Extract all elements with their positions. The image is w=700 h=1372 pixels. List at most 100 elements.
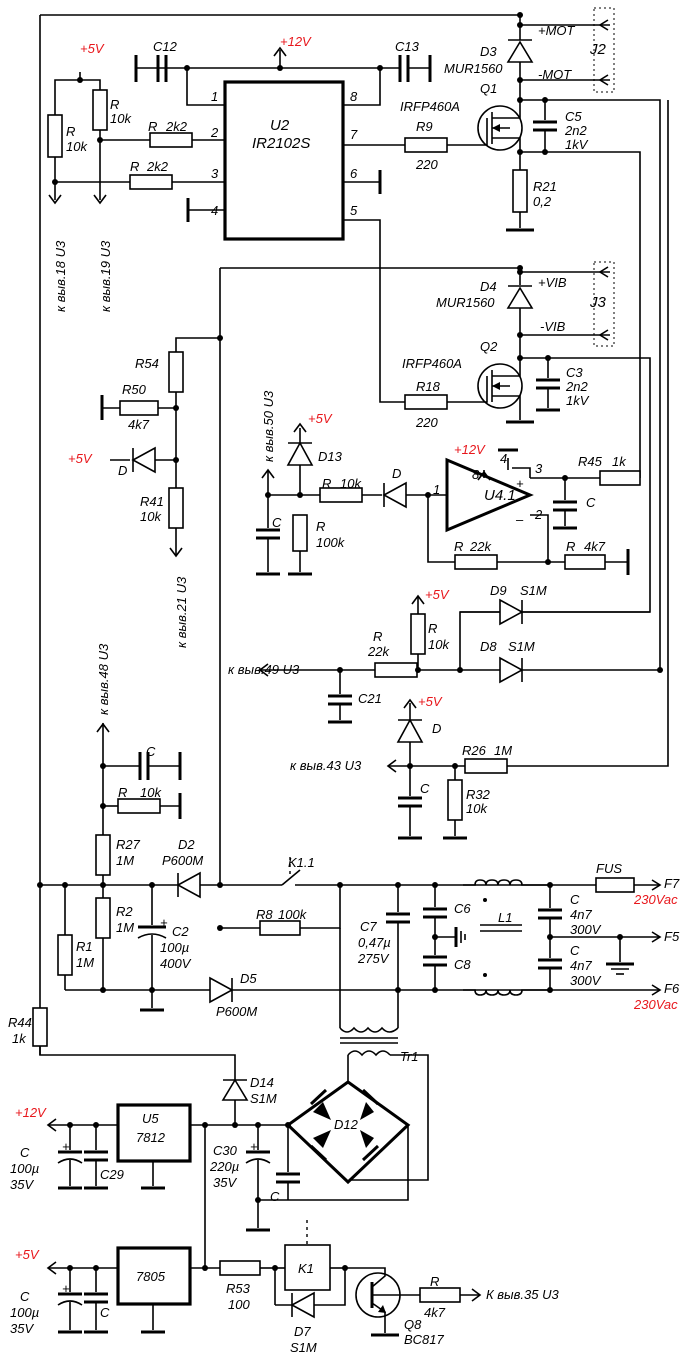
net-pin18: к выв.18 U3	[53, 240, 68, 312]
c8-name: C8	[454, 957, 471, 972]
r-22k-49-name: R	[373, 629, 383, 644]
c-12v-name: C	[20, 1145, 30, 1160]
u4-pin1: 1	[433, 482, 441, 497]
u2-pin3: 3	[211, 166, 219, 181]
u5-name: U5	[142, 1111, 159, 1126]
c-y1-voltage: 300V	[570, 922, 601, 937]
c30-value: 220µ	[210, 1159, 240, 1174]
r-10k-49-name: R	[428, 621, 438, 636]
d5-name: D5	[240, 971, 257, 986]
c7-name: C7	[360, 919, 377, 934]
d7-name: D7	[294, 1324, 311, 1339]
d3-part: MUR1560	[444, 61, 503, 76]
c-op-in-name: C	[272, 515, 282, 530]
r21-value: 0,2	[533, 194, 552, 209]
c-48-name: C	[146, 744, 156, 759]
r-10k-48-name: R	[118, 785, 128, 800]
c29-name: C29	[100, 1167, 124, 1182]
r-22k-49-value: 22k	[368, 644, 389, 659]
r18-value: 220	[416, 415, 438, 430]
u4-plus: +	[516, 476, 524, 491]
net-pin35: К выв.35 U3	[486, 1287, 559, 1302]
r-10k-op-name: R	[322, 476, 332, 491]
supply-12v-label-2: +12V	[454, 442, 485, 457]
c30-plus: +	[250, 1139, 258, 1154]
u7805-part: 7805	[136, 1269, 165, 1284]
c2-name: C2	[172, 924, 189, 939]
r27-value: 1M	[116, 853, 135, 868]
r-100k-op-value: 100k	[316, 535, 345, 550]
c-12v-value: 100µ	[10, 1161, 40, 1176]
u4-pin8: 8	[472, 467, 480, 482]
c-y2-name: C	[570, 943, 580, 958]
j2-pin2: -MOT	[538, 67, 572, 82]
c-12v-plus: +	[62, 1139, 70, 1154]
net-pin49: к выв.49 U3	[228, 662, 300, 677]
u5-part: 7812	[136, 1130, 165, 1145]
r-4k7-fb-value: 4k7	[584, 539, 605, 554]
c-5v-voltage: 35V	[10, 1321, 34, 1336]
j2-name: J2	[590, 41, 606, 58]
d14-name: D14	[250, 1075, 274, 1090]
j3-pin2: -VIB	[540, 319, 566, 334]
c-12v-voltage: 35V	[10, 1177, 34, 1192]
r53-name: R53	[226, 1281, 250, 1296]
u2-pin8: 8	[350, 89, 358, 104]
q8-name: Q8	[404, 1317, 422, 1332]
c-bridge-name: C	[270, 1189, 280, 1204]
r2-name: R2	[116, 904, 133, 919]
r45-value: 1k	[612, 454, 626, 469]
supply-5v-label-5: +5V	[418, 694, 442, 709]
f6-name: F6	[664, 981, 680, 996]
c5-voltage: 1kV	[565, 137, 588, 152]
r-pu2-value: 10k	[110, 111, 131, 126]
r41-value: 10k	[140, 509, 161, 524]
r54-name: R54	[135, 356, 159, 371]
r53-value: 100	[228, 1297, 250, 1312]
j3-name: J3	[590, 294, 606, 311]
mains-label-2: 230Vac	[634, 997, 678, 1012]
r-q8-name: R	[430, 1274, 440, 1289]
net-pin19: к выв.19 U3	[98, 240, 113, 312]
u2-name: U2	[270, 117, 290, 134]
r44-name: R44	[8, 1015, 32, 1030]
mains-label-1: 230Vac	[634, 892, 678, 907]
c-5v-plus: +	[62, 1281, 70, 1296]
r32-value: 10k	[466, 801, 487, 816]
r27-name: R27	[116, 837, 140, 852]
u4-minus: –	[516, 512, 524, 527]
c30-name: C30	[213, 1143, 237, 1158]
tr1-name: Tr1	[400, 1049, 419, 1064]
r-2k2b-name: R	[130, 159, 140, 174]
r-22k-fb-value: 22k	[470, 539, 491, 554]
k11-name: K1.1	[288, 855, 315, 870]
r1-name: R1	[76, 939, 93, 954]
r9-value: 220	[416, 157, 438, 172]
fus-name: FUS	[596, 861, 622, 876]
r44-value: 1k	[12, 1031, 26, 1046]
u2-pin6: 6	[350, 166, 358, 181]
c-5v-value: 100µ	[10, 1305, 40, 1320]
r26-name: R26	[462, 743, 486, 758]
r21-name: R21	[533, 179, 557, 194]
supply-5v-label-2: +5V	[68, 451, 92, 466]
q2-part: IRFP460A	[402, 356, 462, 371]
r-100k-op-name: R	[316, 519, 326, 534]
r45-name: R45	[578, 454, 602, 469]
r-pu2-name: R	[110, 97, 120, 112]
c2-voltage: 400V	[160, 956, 191, 971]
c7-value: 0,47µ	[358, 935, 391, 950]
supply-5v-label-6: +5V	[15, 1247, 39, 1262]
d4-name: D4	[480, 279, 497, 294]
u4-pin4: 4	[500, 451, 508, 466]
f7-name: F7	[664, 876, 680, 891]
d12-name: D12	[334, 1117, 358, 1132]
r-10k-49-value: 10k	[428, 637, 449, 652]
r18-name: R18	[416, 379, 440, 394]
d9-part: S1M	[520, 583, 547, 598]
u2-pin5: 5	[350, 203, 358, 218]
c2-value: 100µ	[160, 940, 190, 955]
q1-part: IRFP460A	[400, 99, 460, 114]
supply-5v-label-4: +5V	[425, 587, 449, 602]
